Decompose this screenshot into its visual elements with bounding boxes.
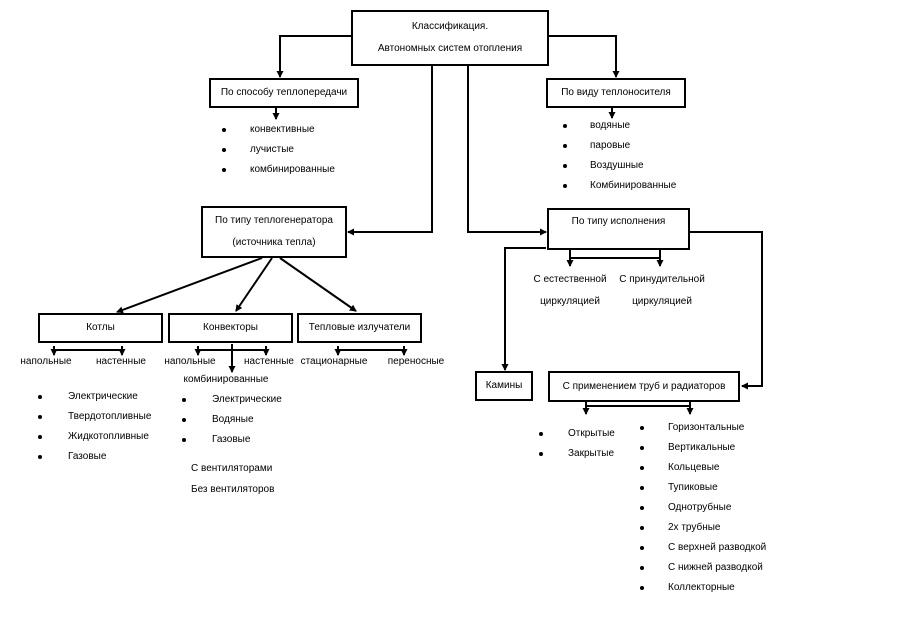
pipes-system-item: Открытые xyxy=(568,428,615,439)
arrow-generator-radiators xyxy=(279,257,357,312)
pipes-system-bullet xyxy=(539,452,543,456)
boilers-bullet xyxy=(38,435,42,439)
arrow-root-generator xyxy=(347,66,433,236)
boilers-item: Газовые xyxy=(68,451,107,462)
coolant-item: Комбинированные xyxy=(590,180,677,191)
arrow-execution-pipes xyxy=(689,231,763,390)
coolant-item: Воздушные xyxy=(590,160,644,171)
heat-transfer-box: По способу теплопередачи xyxy=(209,78,359,108)
boilers-title: Котлы xyxy=(86,322,115,333)
arrow-execution-fireplaces xyxy=(501,247,546,371)
forced-circulation-line2: циркуляцией xyxy=(632,296,692,307)
pipes-layout-bullet xyxy=(640,466,644,470)
boilers-mount-wall: настенные xyxy=(96,356,146,367)
convectors-mount-wall: настенные xyxy=(244,356,294,367)
boilers-box: Котлы xyxy=(38,313,163,343)
pipes-layout-bullet xyxy=(640,506,644,510)
fireplaces-box: Камины xyxy=(475,371,533,401)
pipes-box: С применением труб и радиаторов xyxy=(548,371,740,402)
pipes-layout-bullet xyxy=(640,526,644,530)
pipes-layout-item: Тупиковые xyxy=(668,482,718,493)
execution-title: По типу исполнения xyxy=(571,216,666,227)
pipes-layout-item: Кольцевые xyxy=(668,462,720,473)
pipes-layout-item: Горизонтальные xyxy=(668,422,745,433)
boilers-item: Электрические xyxy=(68,391,138,402)
pipes-layout-bullet xyxy=(640,546,644,550)
convectors-fans-with: С вентиляторами xyxy=(191,463,273,474)
convectors-bullet xyxy=(182,398,186,402)
radiators-title: Тепловые излучатели xyxy=(308,322,411,333)
arrow-root-coolant xyxy=(549,35,620,78)
convectors-bullet xyxy=(182,438,186,442)
convectors-item: Газовые xyxy=(212,434,251,445)
heat-transfer-bullet xyxy=(222,168,226,172)
coolant-bullet xyxy=(563,164,567,168)
natural-circulation-line1: С естественной xyxy=(533,274,607,285)
root-box: Классификация. Автономных систем отоплен… xyxy=(351,10,549,66)
heat-transfer-item: конвективные xyxy=(250,124,315,135)
convectors-item: Водяные xyxy=(212,414,254,425)
heat-transfer-bullet xyxy=(222,148,226,152)
convectors-title: Конвекторы xyxy=(203,322,258,333)
arrow-generator-boilers xyxy=(116,257,263,314)
root-subtitle: Автономных систем отопления xyxy=(377,43,523,54)
convectors-mount-floor: напольные xyxy=(164,356,216,367)
coolant-bullet xyxy=(563,184,567,188)
arrow-execution-circulation xyxy=(569,250,661,259)
pipes-layout-bullet xyxy=(640,566,644,570)
generator-title: По типу теплогенератора xyxy=(215,215,333,226)
convectors-bullet xyxy=(182,418,186,422)
convectors-item: Электрические xyxy=(212,394,282,405)
coolant-bullet xyxy=(563,144,567,148)
coolant-item: паровые xyxy=(590,140,631,151)
boilers-bullet xyxy=(38,415,42,419)
pipes-layout-bullet xyxy=(640,486,644,490)
heat-transfer-item: лучистые xyxy=(250,144,294,155)
root-title: Классификация. xyxy=(411,21,489,32)
pipes-layout-item: Вертикальные xyxy=(668,442,736,453)
pipes-layout-item: С верхней разводкой xyxy=(668,542,767,553)
heat-transfer-item: комбинированные xyxy=(250,164,335,175)
pipes-layout-item: Коллекторные xyxy=(668,582,735,593)
coolant-title: По виду теплоносителя xyxy=(561,87,671,98)
natural-circulation-line2: циркуляцией xyxy=(540,296,600,307)
pipes-layout-item: Однотрубные xyxy=(668,502,732,513)
boilers-mount-floor: напольные xyxy=(20,356,72,367)
radiators-mount-stationary: стационарные xyxy=(300,356,368,367)
arrow-generator-convectors xyxy=(235,257,273,312)
radiators-box: Тепловые излучатели xyxy=(297,313,422,343)
arrow-radiators-mount xyxy=(337,346,405,351)
boilers-item: Жидкотопливные xyxy=(68,431,149,442)
pipes-layout-bullet xyxy=(640,426,644,430)
pipes-title: С применением труб и радиаторов xyxy=(562,380,726,392)
convectors-mount-combined: комбинированные xyxy=(183,374,269,385)
convectors-box: Конвекторы xyxy=(168,313,293,343)
coolant-box: По виду теплоносителя xyxy=(546,78,686,108)
boilers-bullet xyxy=(38,395,42,399)
boilers-item: Твердотопливные xyxy=(68,411,152,422)
pipes-layout-bullet xyxy=(640,586,644,590)
coolant-bullet xyxy=(563,124,567,128)
coolant-item: водяные xyxy=(590,120,631,131)
arrow-pipes-branches xyxy=(585,402,691,407)
pipes-layout-item: С нижней разводкой xyxy=(668,562,763,573)
pipes-layout-bullet xyxy=(640,446,644,450)
pipes-system-item: Закрытые xyxy=(568,448,615,459)
convectors-fans-without: Без вентиляторов xyxy=(191,484,275,495)
generator-box: По типу теплогенератора (источника тепла… xyxy=(201,206,347,258)
generator-subtitle: (источника тепла) xyxy=(232,237,316,248)
arrow-boilers-mount xyxy=(53,346,123,351)
fireplaces-title: Камины xyxy=(485,380,523,391)
forced-circulation-line1: С принудительной xyxy=(619,274,705,285)
execution-box: По типу исполнения xyxy=(547,208,690,250)
arrow-root-heat-transfer xyxy=(276,35,351,78)
radiators-mount-portable: переносные xyxy=(387,356,445,367)
heat-transfer-title: По способу теплопередачи xyxy=(220,87,348,98)
heat-transfer-bullet xyxy=(222,128,226,132)
arrow-root-execution xyxy=(467,66,547,236)
boilers-bullet xyxy=(38,455,42,459)
pipes-system-bullet xyxy=(539,432,543,436)
pipes-layout-item: 2х трубные xyxy=(668,522,721,533)
